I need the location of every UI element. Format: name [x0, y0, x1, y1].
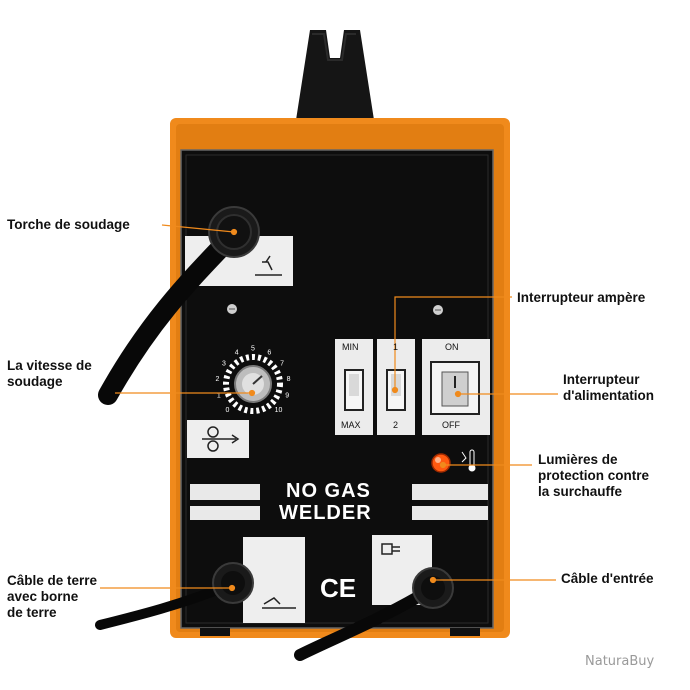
callout-input-cable: Câble d'entrée — [561, 571, 654, 586]
thermometer-icon — [461, 449, 476, 472]
dial-tick-label: 8 — [287, 376, 291, 383]
wire-range-switch[interactable] — [335, 339, 373, 435]
dial-tick-label: 7 — [280, 360, 284, 367]
pos1-label: 1 — [393, 342, 399, 352]
callout-overheat-line-2: protection contre — [538, 468, 650, 483]
input-connector — [412, 567, 454, 609]
brand-panel — [190, 484, 488, 520]
callout-power-switch-line-2: d'alimentation — [563, 388, 654, 403]
callout-ground-cable-line-1: Câble de terre — [7, 573, 98, 588]
dial-tick-label: 4 — [235, 349, 239, 356]
ground-clamp-icon — [262, 597, 296, 609]
callout-ground-cable-line-3: de terre — [7, 605, 57, 620]
on-label: ON — [445, 342, 459, 352]
brand-line-2: WELDER — [279, 502, 372, 524]
brand-line-1: NO GAS — [286, 480, 371, 502]
callout-wire-speed: La vitesse de soudage — [7, 358, 92, 390]
off-label: OFF — [442, 420, 460, 430]
callout-overheat: Lumières de protection contre la surchau… — [538, 452, 649, 500]
power-switch[interactable] — [422, 339, 490, 435]
dial-tick-label: 5 — [251, 346, 255, 353]
min-label: MIN — [342, 342, 359, 352]
callout-wire-speed-line-1: La vitesse de — [7, 358, 92, 373]
dial-tick-label: 6 — [267, 349, 271, 356]
callout-power-switch: Interrupteur d'alimentation — [563, 372, 654, 404]
dial-tick-label: 10 — [275, 407, 283, 414]
max-label: MAX — [341, 420, 361, 430]
callout-power-switch-line-1: Interrupteur — [563, 372, 640, 387]
screw-icon — [227, 304, 443, 315]
dial-tick-label: 9 — [285, 393, 289, 400]
top-handle — [296, 30, 374, 120]
plug-icon — [381, 543, 400, 555]
wire-feed-plate — [187, 420, 249, 458]
callout-amp-switch: Interrupteur ampère — [517, 290, 646, 305]
amp-switch[interactable] — [377, 339, 415, 435]
torch-icon — [255, 255, 282, 276]
wire-feed-icon — [202, 426, 240, 452]
callout-welding-torch: Torche de soudage — [7, 217, 130, 232]
watermark: NaturaBuy — [585, 654, 655, 669]
dial-tick-labels: 01 2 3 4 5 6 7 8 910 — [215, 346, 290, 415]
pos2-label: 2 — [393, 420, 399, 430]
callout-overheat-line-3: la surchauffe — [538, 484, 623, 499]
feet — [200, 628, 480, 636]
callout-wire-speed-line-2: soudage — [7, 374, 63, 389]
dial-tick-label: 1 — [217, 393, 221, 400]
leader-lines — [100, 224, 558, 592]
callout-ground-cable: Câble de terre avec borne de terre — [7, 573, 97, 621]
dial-tick-label: 3 — [222, 360, 226, 367]
ce-mark-text: CE — [320, 573, 357, 603]
callout-overheat-line-1: Lumières de — [538, 452, 618, 467]
dial-tick-label: 2 — [215, 376, 219, 383]
callout-ground-cable-line-2: avec borne — [7, 589, 79, 604]
dial-tick-label: 0 — [226, 407, 230, 414]
ground-connector — [212, 562, 254, 604]
